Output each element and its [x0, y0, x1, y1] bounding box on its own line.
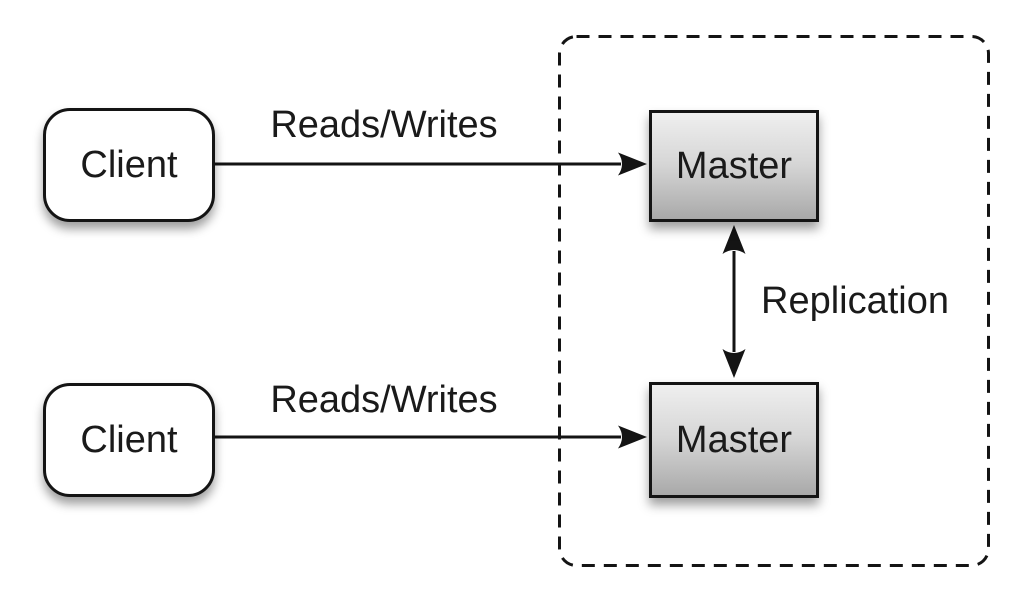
master-node-1: Master	[649, 110, 819, 222]
client-node-2: Client	[43, 383, 215, 497]
reads-writes-label-2: Reads/Writes	[270, 379, 498, 421]
arrowhead-right-icon	[618, 152, 647, 176]
client-node-2-label: Client	[80, 418, 178, 461]
reads-writes-arrow-1	[214, 152, 647, 176]
arrowhead-up-icon	[722, 225, 746, 254]
master-node-2: Master	[649, 382, 819, 498]
arrowhead-down-icon	[722, 349, 746, 378]
master-node-2-label: Master	[675, 418, 793, 461]
client-node-1: Client	[43, 108, 215, 222]
arrowhead-right-icon	[618, 425, 647, 449]
replication-label: Replication	[761, 280, 949, 322]
reads-writes-label-1: Reads/Writes	[270, 104, 498, 146]
client-node-1-label: Client	[80, 143, 178, 186]
master-node-1-label: Master	[675, 144, 793, 187]
reads-writes-arrow-2	[214, 425, 647, 449]
replication-arrow	[722, 225, 746, 378]
